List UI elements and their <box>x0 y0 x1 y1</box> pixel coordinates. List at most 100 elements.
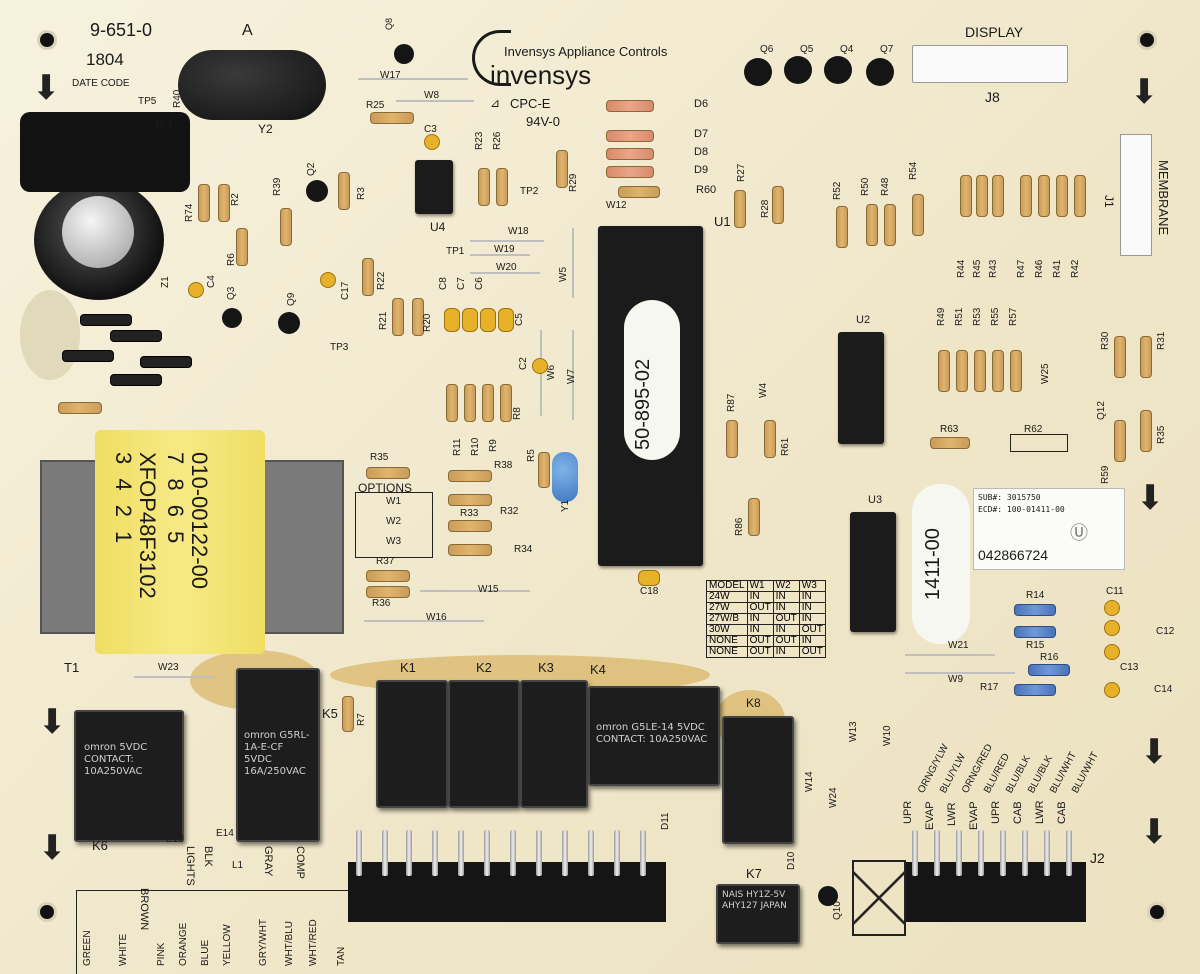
capacitor-c4 <box>188 282 204 298</box>
r40-label: R40 <box>172 89 183 108</box>
relay-k7: NAIS HY1Z-5V AHY127 JAPAN <box>716 884 800 944</box>
model-table-cell: OUT <box>746 602 774 614</box>
resistor-r11 <box>446 384 458 422</box>
r5-label: R5 <box>526 449 537 462</box>
tp3-label: TP3 <box>330 342 349 353</box>
diode <box>110 374 162 386</box>
k2-label: K2 <box>476 660 492 675</box>
w15-label: W15 <box>478 584 499 595</box>
j2-header[interactable] <box>904 862 1086 922</box>
r7-label: R7 <box>356 713 367 726</box>
transformer-pins-bottom: 3 4 2 1 <box>111 452 136 548</box>
tp4-label: TP4 <box>154 120 173 131</box>
resistor-r17 <box>1014 684 1056 696</box>
capacitor-c8 <box>444 308 460 332</box>
r45-label: R45 <box>972 259 983 278</box>
r25-label: R25 <box>366 100 385 111</box>
j2-pin-label: CAB <box>1056 801 1068 824</box>
j2-pin <box>978 830 984 876</box>
r3-label: R3 <box>356 187 367 200</box>
r57-label: R57 <box>1008 307 1019 326</box>
w25-label: W25 <box>1040 363 1051 384</box>
q2-label: Q2 <box>306 162 317 176</box>
terminal-pin <box>614 830 620 876</box>
label-sub: SUB#: 3015750 <box>978 493 1041 502</box>
w23-label: W23 <box>158 662 179 673</box>
r52-label: R52 <box>832 181 843 200</box>
resistor-r87 <box>726 420 738 458</box>
mcu-sticker-text: 50-895-02 <box>632 358 654 450</box>
r35-label: R35 <box>370 452 389 463</box>
diode <box>110 330 162 342</box>
crystal-y1 <box>552 452 578 502</box>
model-table-cell: OUT <box>798 624 826 636</box>
membrane-connector[interactable] <box>1120 134 1152 256</box>
model-table-cell: MODEL <box>706 580 748 592</box>
r42-label: R42 <box>1070 259 1081 278</box>
y1-label: Y1 <box>560 499 571 512</box>
display-connector[interactable] <box>912 45 1068 83</box>
bottom-wire-label: WHT/RED <box>308 919 319 966</box>
r44-label: R44 <box>956 259 967 278</box>
model-table: MODEL W1 W2 W3 24W IN IN IN 27W OUT IN I… <box>706 580 826 658</box>
relay-k8 <box>722 716 794 844</box>
resistor-r55 <box>992 350 1004 392</box>
w12-label: W12 <box>606 200 627 211</box>
diode-d6 <box>606 100 654 112</box>
r60-label: R60 <box>696 184 717 196</box>
r87-label: R87 <box>726 393 737 412</box>
transistor-q2 <box>306 180 328 202</box>
terminal-header[interactable] <box>348 862 666 922</box>
relay-k3 <box>520 680 588 808</box>
j2-pin-label: EVAP <box>924 801 936 830</box>
resistor-r2 <box>218 184 230 222</box>
resistor-r61 <box>764 420 776 458</box>
resistor-r31 <box>1140 336 1152 378</box>
w13-label: W13 <box>848 721 859 742</box>
resistor-r57 <box>1010 350 1022 392</box>
wire-w20 <box>470 272 540 274</box>
terminal-pin <box>356 830 362 876</box>
resistor-r43 <box>992 175 1004 217</box>
c11-label: C11 <box>1106 586 1124 597</box>
r11-label: R11 <box>452 438 463 456</box>
mounting-hole <box>40 905 54 919</box>
j2-pin-label: UPR <box>902 800 914 824</box>
part-number: 9-651-0 <box>90 20 153 40</box>
jumper-label: BLK <box>202 846 214 867</box>
mounting-hole <box>1140 33 1154 47</box>
j2-key-marker <box>852 860 906 936</box>
r62-label: R62 <box>1024 424 1043 435</box>
resistor-r23 <box>478 168 490 206</box>
r41-label: R41 <box>1052 259 1063 278</box>
model-table-cell: NONE <box>706 635 748 647</box>
w7-label: W7 <box>566 369 577 384</box>
transformer-winding <box>95 430 265 654</box>
jumper-label: COMP <box>294 846 306 879</box>
d8-label: D8 <box>694 146 709 158</box>
wire-w16 <box>364 620 484 622</box>
model-table-cell: 24W <box>706 591 748 603</box>
model-table-row: NONE OUT OUT IN <box>706 635 826 647</box>
q6-label: Q6 <box>760 44 774 55</box>
resistor-r35b <box>1140 410 1152 452</box>
resistor-r39 <box>280 208 292 246</box>
w24-label: W24 <box>828 787 839 808</box>
terminal-pin <box>562 830 568 876</box>
ic-u3 <box>850 512 896 632</box>
k7-text: NAIS HY1Z-5V AHY127 JAPAN <box>722 890 787 911</box>
capacitor-c13 <box>1104 644 1120 660</box>
transistor-q6 <box>744 58 772 86</box>
wire-legend-box <box>76 890 349 974</box>
w10-label: W10 <box>882 725 893 746</box>
model-table-cell: OUT <box>798 646 826 658</box>
j2-pin <box>956 830 962 876</box>
resistor-r27 <box>734 190 746 228</box>
r36-label: R36 <box>372 598 391 609</box>
r2-label: R2 <box>230 193 241 206</box>
w20-label: W20 <box>496 262 517 273</box>
u4-label: U4 <box>430 220 446 234</box>
mounting-hole <box>1150 905 1164 919</box>
model-table-cell: IN <box>746 613 774 625</box>
k4-label: K4 <box>590 662 606 677</box>
